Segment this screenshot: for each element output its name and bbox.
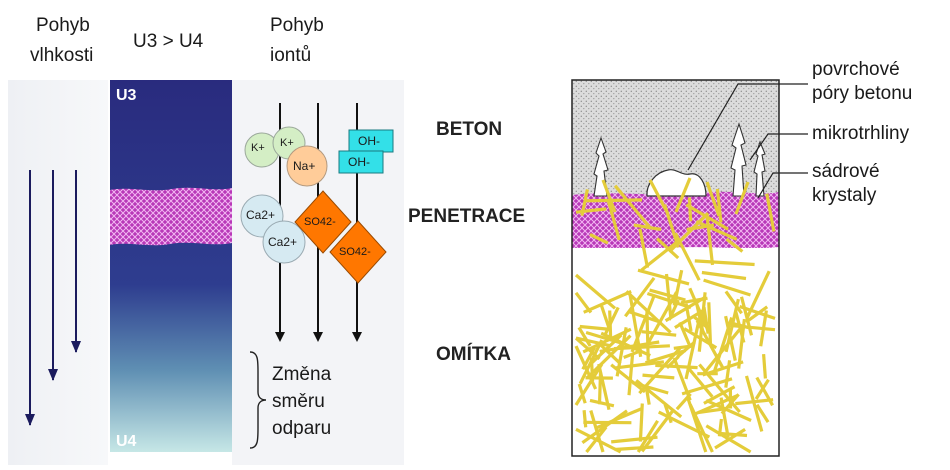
ion-heading-line2: iontů <box>270 44 311 67</box>
callout-pores-line1: povrchové <box>812 58 900 81</box>
gypsum-crystal <box>586 200 642 201</box>
gypsum-crystal <box>764 354 766 378</box>
gypsum-crystal <box>709 302 711 345</box>
ion-so4-1-label: SO42- <box>304 215 336 229</box>
gypsum-crystal <box>584 410 586 427</box>
ion-k-2-label: K+ <box>280 136 294 150</box>
moisture-heading-line1: Pohyb <box>36 14 90 37</box>
penetration-band-left <box>110 188 232 246</box>
ion-oh-2-label: OH- <box>348 155 370 169</box>
gypsum-crystal <box>689 198 690 222</box>
evap-note-line2: směru <box>272 390 325 413</box>
ion-heading-line1: Pohyb <box>270 14 324 37</box>
ion-so4-2-label: SO42- <box>339 245 371 259</box>
callout-cracks: mikrotrhliny <box>812 122 909 145</box>
layer-label-concrete: BETON <box>436 119 502 141</box>
ion-k-1-label: K+ <box>251 141 265 155</box>
layer-label-plaster: OMÍTKA <box>436 344 511 366</box>
layer-label-penetration: PENETRACE <box>408 206 525 228</box>
ion-oh-1-label: OH- <box>358 134 380 148</box>
voltage-heading: U3 > U4 <box>133 30 203 53</box>
u-top-label: U3 <box>116 84 136 107</box>
evap-note-line1: Změna <box>272 363 331 386</box>
u-bottom-label: U4 <box>116 430 136 453</box>
ion-ca-2-label: Ca2+ <box>268 235 297 249</box>
ion-ca-1-label: Ca2+ <box>246 208 275 222</box>
callout-pores-line2: póry betonu <box>812 82 912 105</box>
moisture-heading-line2: vlhkosti <box>30 44 93 67</box>
gypsum-crystal <box>674 346 691 348</box>
callout-crystals-line1: sádrové <box>812 160 880 183</box>
ion-na-label: Na+ <box>293 159 315 173</box>
potential-column <box>110 80 232 452</box>
callout-crystals-line2: krystaly <box>812 184 876 207</box>
moisture-zone <box>8 80 108 465</box>
evap-note-line3: odparu <box>272 417 331 440</box>
